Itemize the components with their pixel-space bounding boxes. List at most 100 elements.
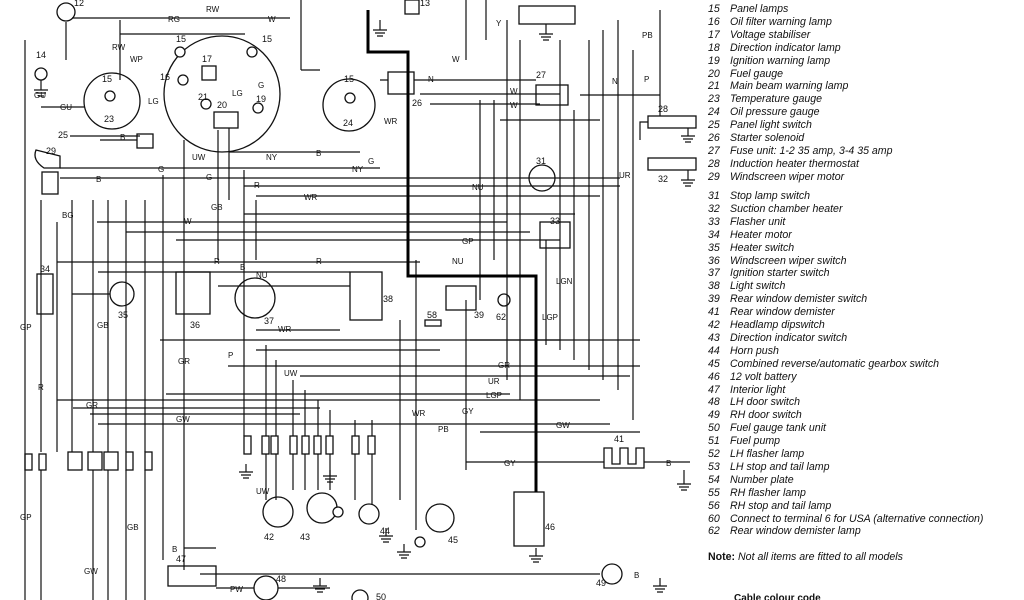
wire-label: R [214,257,220,266]
heater-switch [109,281,135,307]
legend-item-text: Direction indicator lamp [730,41,841,54]
legend-item-text: LH door switch [730,396,801,409]
legend-item-text: Induction heater thermostat [730,157,859,170]
legend-item-text: Ignition warning lamp [730,54,831,67]
component-label: 14 [36,50,46,60]
wire-label: GW [556,421,570,430]
legend-item-text: Rear window demister lamp [730,525,861,538]
legend-item-text: Oil filter warning lamp [730,15,832,28]
legend-item-number: 45 [708,357,720,370]
legend-item-text: Rear window demister [730,306,835,319]
legend-item-number: 32 [708,202,720,215]
legend-item-text: 12 volt battery [730,370,797,383]
wire-label: GP [20,513,32,522]
wire-label: GB [211,203,223,212]
connector-block [313,435,322,455]
wire-label: GB [127,523,139,532]
legend-item-number: 51 [708,435,720,448]
legend-item-text: RH stop and tail lamp [730,499,832,512]
legend-item-number: 35 [708,241,720,254]
wire-label: B [240,263,245,272]
wire-label: GW [176,415,190,424]
lh-door-switch [253,575,279,600]
wire-colour-labels: RG RW RW W G B WP GU GU LG LG G G B N N … [20,5,671,594]
wire-label: W [510,101,518,110]
wire-label: W [510,87,518,96]
wire-label: GP [462,237,474,246]
component-label: 27 [536,70,546,80]
component-label: 45 [448,535,458,545]
wire-label: B [316,149,321,158]
legend-item-number: 37 [708,267,720,280]
wire-label: GW [84,567,98,576]
component-label: 38 [383,294,393,304]
wire-label: N [428,75,434,84]
wire-label: B [172,545,177,554]
demister-switch [445,285,477,311]
legend-item-text: Rear window demister switch [730,293,868,306]
legend-item-number: 26 [708,132,720,144]
component-label: 16 [160,72,170,82]
wire-label: B [634,571,639,580]
instrument-cluster [34,0,697,249]
main-beam-lamp [200,98,212,110]
legend-item-number: 41 [708,306,720,319]
legend-item-text: Flasher unit [730,215,786,228]
legend-item-text: Temperature gauge [730,93,823,106]
legend-item-number: 24 [708,106,720,119]
legend-item-text: Fuel gauge tank unit [730,422,827,435]
component-13 [404,0,420,15]
component-label: 62 [496,312,506,322]
component-label: 33 [550,216,560,226]
legend-item-number: 49 [708,409,720,422]
legend-item-text: Panel light switch [730,119,812,132]
connector-block [24,453,33,471]
component-label: 29 [46,146,56,156]
induction-thermostat [647,115,697,129]
earth-symbols [34,20,695,593]
wire-label: B [96,175,101,184]
component-label: 23 [104,114,114,124]
legend-item-number: 55 [708,486,720,499]
legend-item: 51 Fuel pump [708,435,780,447]
legend-item-number: 17 [708,28,720,41]
wiring-schematic: 12 13 14 15 15 15 15 16 17 19 20 21 23 2… [20,0,697,600]
component-label: 49 [596,578,606,588]
legend-item-number: 15 [708,3,720,15]
legend-item-text: Fuse unit: 1-2 35 amp, 3-4 35 amp [730,144,893,157]
demister-lamp [497,293,511,307]
wire-label: GY [504,459,516,468]
legend-item-text: RH door switch [730,409,802,422]
wire-label: B [666,459,671,468]
component-label: 25 [58,130,68,140]
panel-lamp [104,90,116,102]
wire-label: UW [284,369,298,378]
legend-item-text: Windscreen wiper motor [730,170,845,183]
legend-item-number: 42 [708,319,720,331]
wire-label: LGP [542,313,558,322]
connector-block [38,453,47,471]
legend-item-text: Windscreen wiper switch [730,254,847,267]
indicator-lamp [332,506,344,518]
legend-item-number: 52 [708,448,720,460]
starter-solenoid [387,71,415,95]
wire-label: LGP [486,391,502,400]
component-label: 48 [276,574,286,584]
legend-item-text: Fuel pump [730,435,781,448]
wire-label: PB [438,425,449,434]
